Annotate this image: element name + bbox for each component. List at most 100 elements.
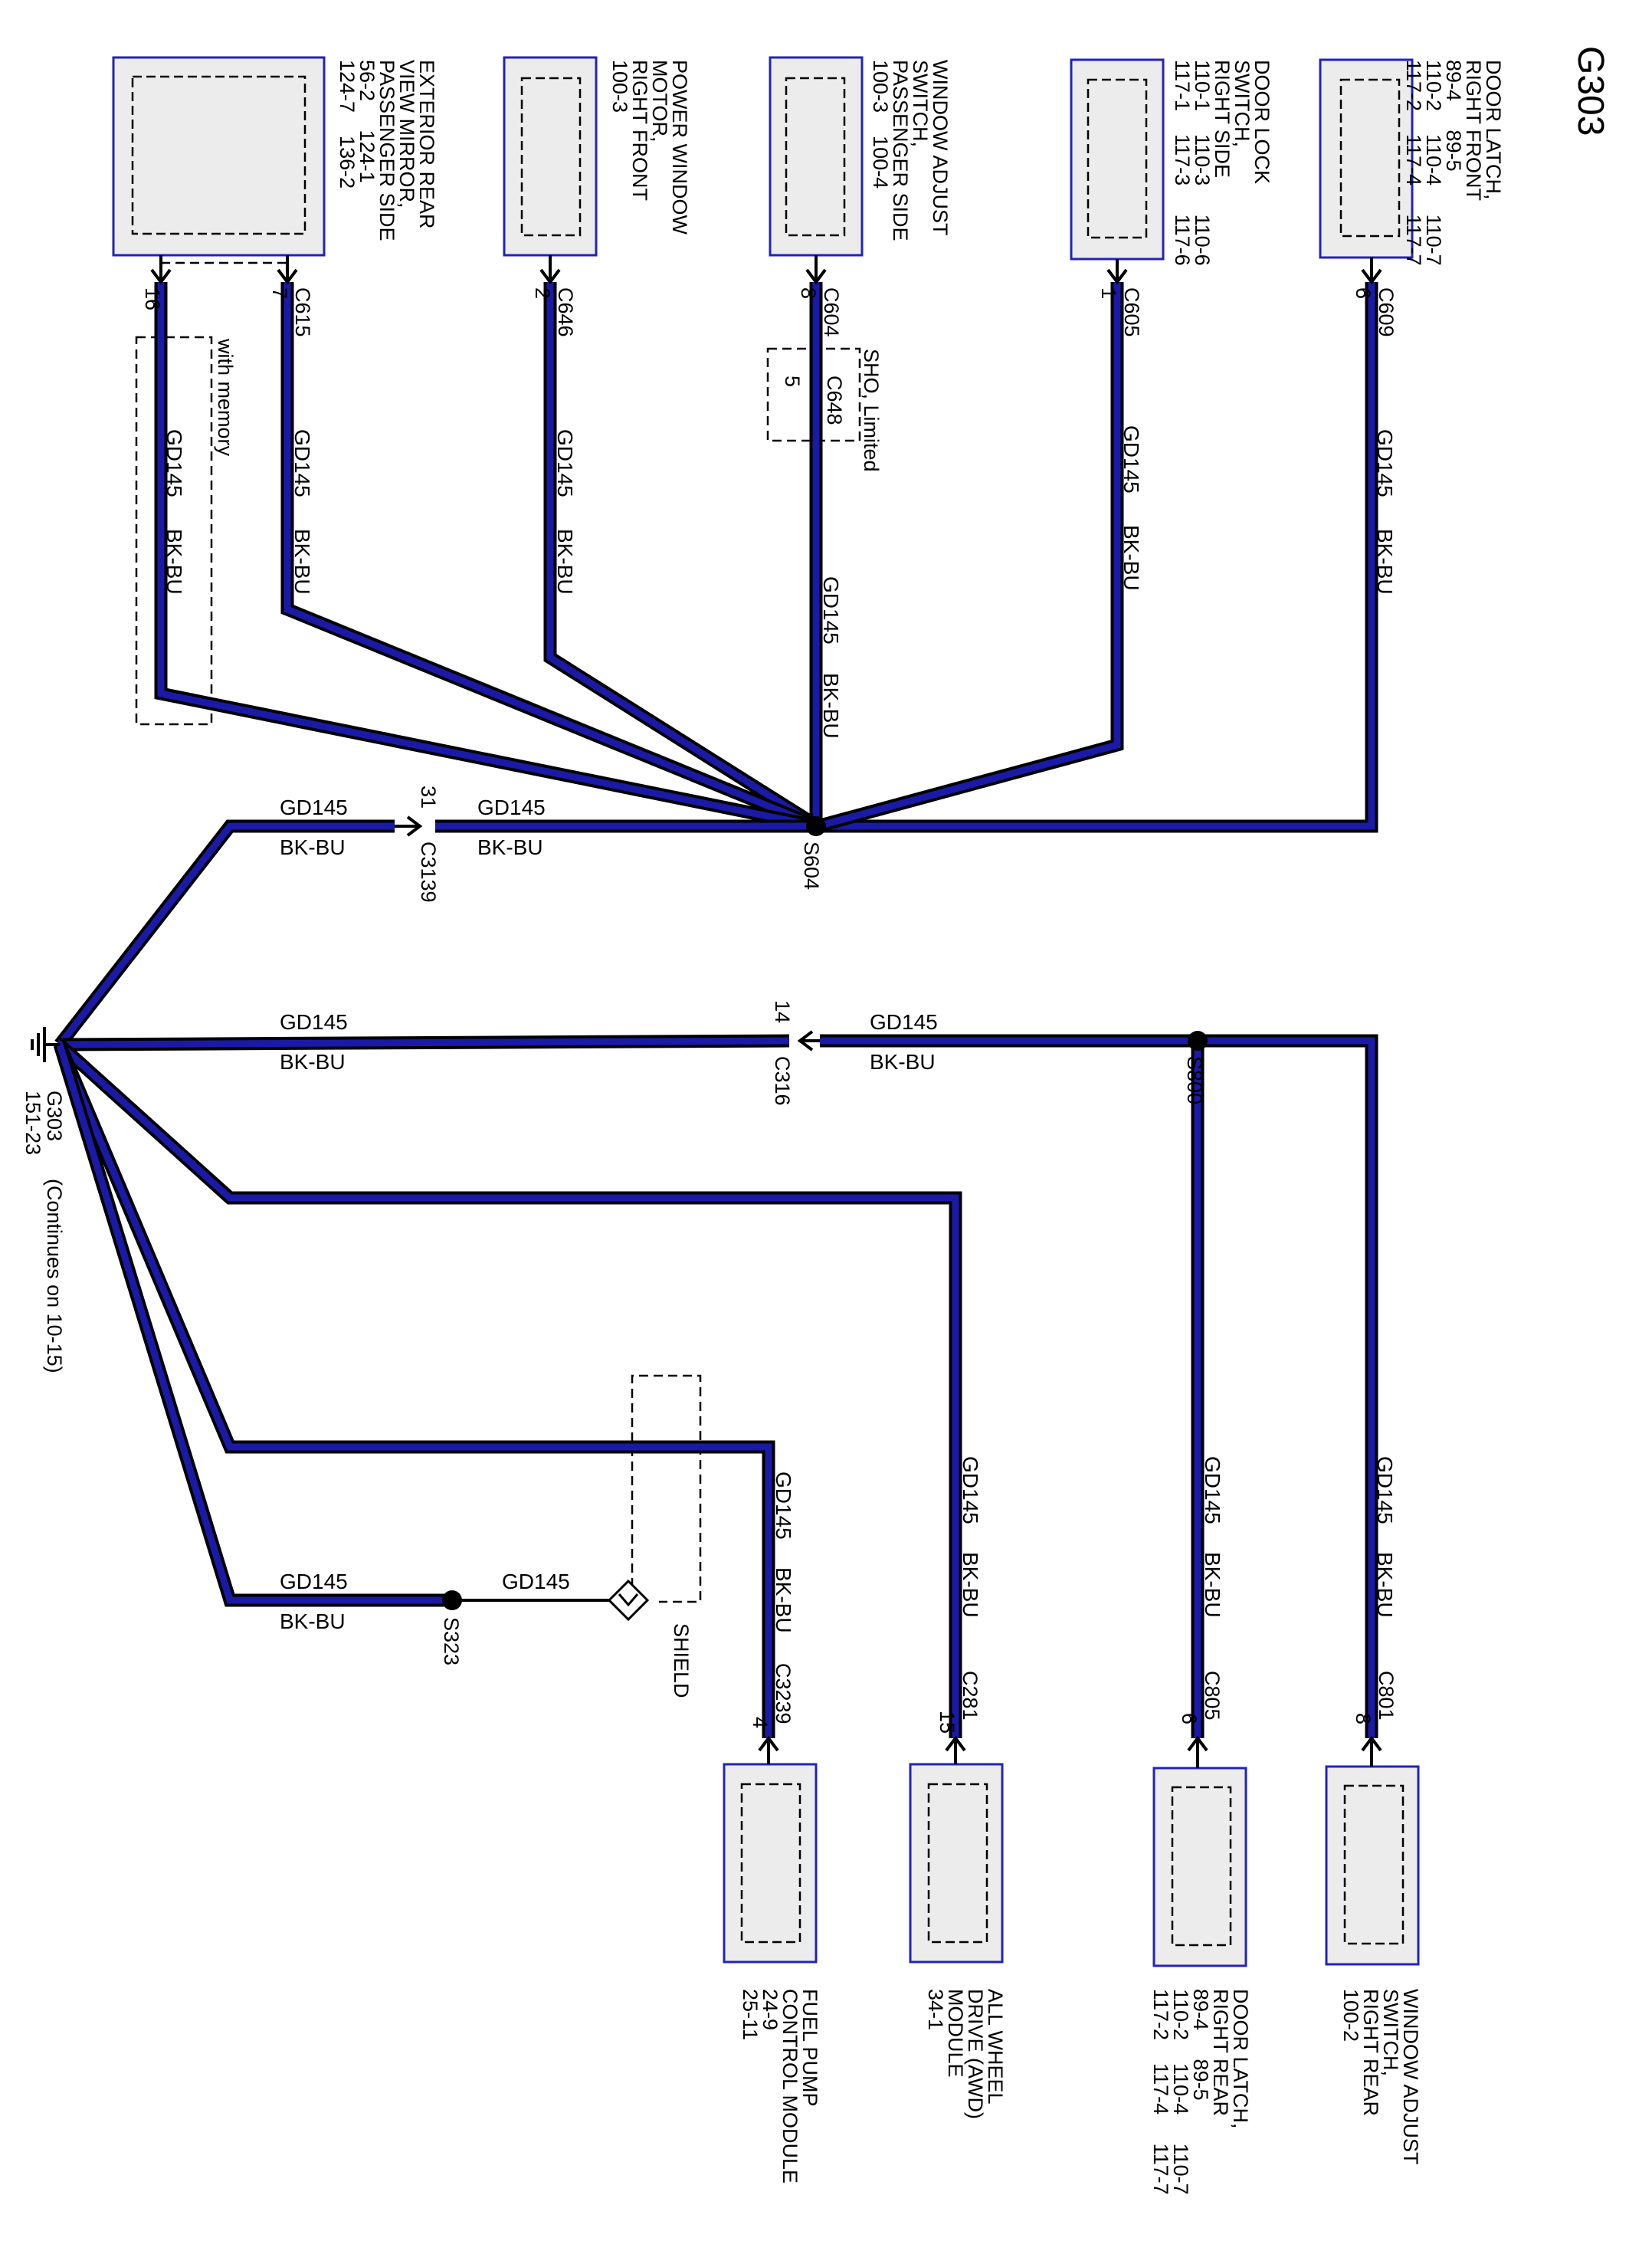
svg-text:DOOR LATCH,: DOOR LATCH, [1482, 60, 1505, 200]
wire-label-c805-circuit: GD145 [1201, 1456, 1224, 1524]
svg-text:89-4 89-5: 89-4 89-5 [1189, 1989, 1212, 2101]
svg-text:DRIVE (AWD): DRIVE (AWD) [964, 1989, 987, 2119]
connector-c3239-label: C3239 [772, 1663, 795, 1724]
wire-label-c805-color: BK-BU [1201, 1552, 1224, 1618]
wire-label-c609-circuit: GD145 [1373, 429, 1397, 497]
svg-text:100-3 100-4: 100-3 100-4 [869, 60, 892, 189]
hwire-e-circuit: GD145 [280, 1570, 348, 1593]
svg-text:RIGHT REAR: RIGHT REAR [1359, 1989, 1382, 2116]
component-fuel-pump [723, 1763, 818, 1964]
splice-s800 [1188, 1031, 1208, 1051]
ground-note: (Continues on 10-15) [43, 1179, 66, 1373]
wire-label-c281-circuit: GD145 [959, 1456, 982, 1524]
svg-text:117-2 117-4 117-7: 117-2 117-4 117-7 [1149, 1989, 1172, 2195]
connector-c805-pin: 6 [1178, 1713, 1201, 1724]
wire-c615-16 [154, 282, 819, 833]
connector-c615-pin16: 16 [141, 287, 164, 310]
splice-s323 [442, 1590, 462, 1610]
svg-text:110-1 110-3 110-6: 110-1 110-3 110-6 [1191, 60, 1214, 266]
wire-c801 [1201, 1034, 1378, 1738]
hwire-a-circuit: GD145 [280, 796, 348, 819]
svg-text:56-2 124-1: 56-2 124-1 [356, 60, 379, 183]
svg-text:WINDOW ADJUST: WINDOW ADJUST [1399, 1989, 1422, 2165]
connector-c609-pin: 6 [1352, 287, 1375, 299]
connector-c615-label: C615 [291, 287, 314, 337]
svg-text:PASSENGER SIDE: PASSENGER SIDE [375, 60, 398, 241]
connector-c3139-label: C3139 [417, 842, 440, 903]
with-memory-note: with memory [214, 338, 237, 457]
svg-text:ALL WHEEL: ALL WHEEL [984, 1989, 1007, 2105]
connector-c605-label: C605 [1120, 287, 1143, 337]
shield-symbol [607, 1579, 650, 1622]
svg-text:EXTERIOR REAR: EXTERIOR REAR [415, 60, 438, 229]
svg-text:24-9: 24-9 [759, 1989, 782, 2030]
hwire-e-color: BK-BU [280, 1609, 346, 1633]
component-door-latch-rr [1152, 1767, 1247, 1967]
svg-text:100-3: 100-3 [608, 60, 631, 113]
component-ext-mirror [112, 56, 326, 257]
splice-s604-label: S604 [800, 842, 823, 890]
connector-c604-pin: 8 [797, 287, 820, 299]
wire-label-c604-color: BK-BU [819, 673, 843, 739]
label-awd-module: ALL WHEEL DRIVE (AWD) MODULE 34-1 [924, 1989, 1007, 2119]
svg-text:DOOR LATCH,: DOOR LATCH, [1229, 1989, 1252, 2129]
label-door-lock-switch: DOOR LOCK SWITCH, RIGHT SIDE 110-1 110-3… [1171, 60, 1273, 266]
svg-text:117-1 117-3 117-6: 117-1 117-3 117-6 [1171, 60, 1194, 266]
splice-s800-label: S800 [1183, 1056, 1206, 1104]
connector-c316-pin: 14 [771, 1000, 794, 1023]
wire-label-c615-7-circuit: GD145 [290, 429, 314, 497]
hwire-c-circuit: GD145 [280, 1010, 348, 1034]
connector-c648-label: C648 [823, 376, 846, 425]
svg-text:34-1: 34-1 [924, 1989, 947, 2030]
wire-c609 [818, 282, 1378, 833]
svg-text:RIGHT SIDE: RIGHT SIDE [1211, 60, 1234, 178]
wire-label-c615-16-color: BK-BU [162, 529, 186, 595]
label-ext-mirror: EXTERIOR REAR VIEW MIRROR, PASSENGER SID… [336, 60, 438, 241]
svg-text:POWER WINDOW: POWER WINDOW [668, 60, 691, 235]
wire-label-c3239-circuit: GD145 [772, 1471, 795, 1540]
connector-arrows [150, 255, 1382, 1768]
component-window-adjust-rr [1325, 1765, 1420, 1966]
shield-outline [631, 1374, 702, 1603]
svg-text:RIGHT FRONT: RIGHT FRONT [628, 60, 651, 201]
wire-c615-7 [280, 282, 821, 832]
svg-text:DOOR LOCK: DOOR LOCK [1250, 60, 1273, 184]
component-power-window-motor [503, 56, 598, 257]
svg-text:124-7 136-2: 124-7 136-2 [336, 60, 359, 189]
wire-label-c615-7-color: BK-BU [290, 529, 314, 595]
ground-ref: 151-23 [21, 1091, 44, 1155]
connector-c605-pin: 1 [1097, 287, 1120, 299]
ground-symbol [31, 1027, 60, 1062]
wire-c281 [55, 1039, 962, 1738]
wire-label-c646-color: BK-BU [553, 529, 577, 595]
connector-c801-label: C801 [1375, 1671, 1398, 1721]
svg-text:100-2: 100-2 [1339, 1989, 1362, 2042]
svg-text:SWITCH,: SWITCH, [1231, 60, 1254, 147]
component-awd-module [909, 1763, 1004, 1964]
connector-c646-label: C646 [554, 287, 577, 337]
svg-text:89-4 89-5: 89-4 89-5 [1442, 60, 1465, 172]
hwire-d-circuit: GD145 [870, 1010, 938, 1034]
svg-text:25-11: 25-11 [739, 1989, 762, 2040]
wire-c605 [815, 282, 1124, 833]
hwire-b-color: BK-BU [477, 835, 543, 859]
hwire-f-circuit: GD145 [502, 1570, 570, 1593]
label-window-adjust-rr: WINDOW ADJUST SWITCH, RIGHT REAR 100-2 [1339, 1989, 1422, 2165]
connector-c801-pin: 8 [1352, 1713, 1375, 1724]
svg-text:VIEW MIRROR,: VIEW MIRROR, [395, 60, 418, 208]
connector-c615-pin7: 7 [268, 287, 291, 299]
svg-text:SWITCH,: SWITCH, [909, 60, 932, 147]
hwire-d-color: BK-BU [870, 1050, 936, 1074]
hwire-a-color: BK-BU [280, 835, 346, 859]
splice-s323-label: S323 [440, 1617, 463, 1665]
component-door-lock-switch [1070, 58, 1165, 261]
svg-text:CONTROL MODULE: CONTROL MODULE [778, 1989, 801, 2183]
wire-label-c615-16-circuit: GD145 [162, 429, 186, 497]
svg-text:WINDOW ADJUST: WINDOW ADJUST [929, 60, 952, 236]
connector-c316-label: C316 [771, 1056, 794, 1106]
svg-text:RIGHT REAR: RIGHT REAR [1209, 1989, 1232, 2116]
label-door-latch-rr: DOOR LATCH, RIGHT REAR 89-4 89-5 110-2 1… [1149, 1989, 1252, 2195]
label-window-adjust-passenger: WINDOW ADJUST SWITCH, PASSENGER SIDE 100… [869, 60, 952, 241]
